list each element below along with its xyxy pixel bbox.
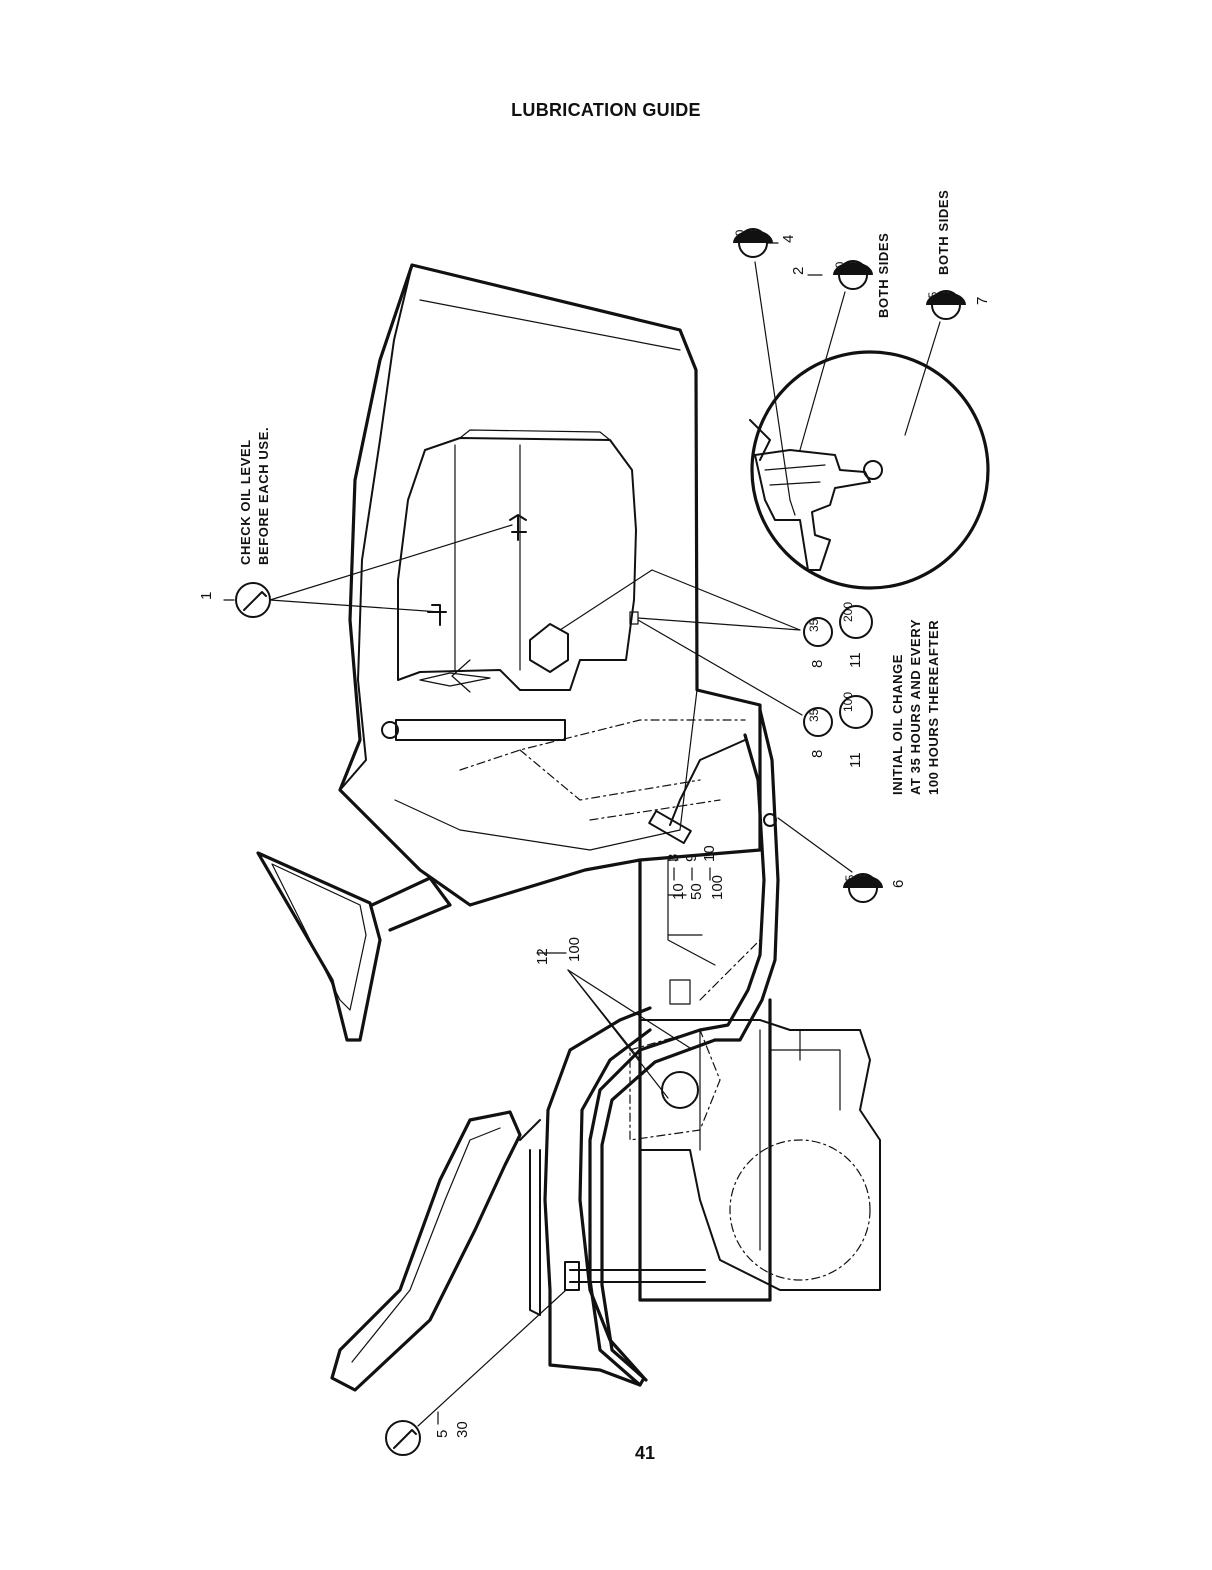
page-number: 41 [0,1443,1212,1464]
callout-12-leader-b [568,970,668,1098]
callout-11a-hours: 100 [841,692,855,712]
callout-11a-number: 11 [847,752,864,768]
lift-knob [565,1262,579,1290]
callout-8-11-left: 35 8 100 11 [638,620,872,768]
seat-support [520,1120,540,1315]
callout-8a-number: 8 [809,750,826,758]
callout-4-hours: 10 [733,229,747,243]
dipstick-icon [244,592,266,610]
callout-8b-number: 8 [809,660,826,668]
group-row3-hours: 100 [709,875,726,900]
callout-11b-hours: 200 [841,602,855,622]
callout-1-number: 1 [198,592,215,600]
shift-boss [670,980,690,1004]
oil-check-line1: CHECK OIL LEVEL [238,439,253,565]
spindle-assembly [755,450,870,570]
callout-8a-hours: 35 [807,708,821,722]
both-sides-label-b: BOTH SIDES [936,190,951,275]
callout-4-number: 4 [780,235,797,243]
oil-change-line1: INITIAL OIL CHANGE [890,654,905,795]
callout-6-number: 6 [890,880,907,888]
spindle-pin [864,461,882,479]
pedal-rod [670,740,745,825]
callout-7: 35 7 BOTH SIDES [905,190,991,435]
lower-frame [640,860,770,1300]
callout-2: 10 2 BOTH SIDES [790,233,891,450]
callout-7-number: 7 [974,297,991,305]
oil-change-line2: AT 35 HOURS AND EVERY [908,619,923,795]
callout-6-leader [778,818,852,872]
dipstick-2 [510,515,526,540]
pulley [662,1072,698,1108]
callout-1-leader-a [270,600,440,612]
oil-check-line2: BEFORE EACH USE. [256,427,271,565]
steering-wheel-inner [272,864,366,1010]
dipstick-1 [428,605,446,625]
callout-5-number: 5 [434,1430,451,1438]
callout-8a-leader [638,620,802,715]
callout-11b-number: 11 [847,652,864,668]
linkage-dashed [700,940,760,1000]
callout-12-interval: 100 [566,937,583,962]
oil-change-line3: 100 HOURS THEREAFTER [926,620,941,795]
seat-inner [352,1128,500,1362]
grille-bar [396,720,565,740]
group-row1-hours: 10 [670,883,687,900]
steering-column [372,878,450,930]
callout-8b-hours: 35 [807,618,821,632]
callout-12-leader-c [568,970,690,1048]
callout-group-3-9-10: 10 3 50 9 100 10 [665,845,726,965]
callout-6: 35 6 [778,818,907,902]
pulley-bracket [630,1030,720,1140]
callout-8-11-right: 35 8 200 11 [560,570,872,668]
callout-4: 10 4 [733,229,797,500]
callout-12: 12 100 [534,937,690,1098]
oil-filter [530,624,568,672]
axle-detail-circle [752,352,988,588]
group-row3-num: 10 [701,845,718,862]
steering-wheel [258,853,380,1040]
hood-front-edge [340,265,412,790]
callout-7-hours: 35 [926,291,940,305]
seat [332,1112,520,1390]
rear-wheel-hub [730,1140,870,1280]
callout-5-interval: 30 [454,1421,471,1438]
group-row2-num: 9 [683,854,700,862]
hood-outline [340,265,760,905]
callout-2-hours: 10 [833,261,847,275]
callout-5: 5 30 [386,1290,566,1455]
callout-4-leader [755,262,790,500]
callout-12-number: 12 [534,948,551,965]
both-sides-label-a: BOTH SIDES [876,233,891,318]
oil-change-note: INITIAL OIL CHANGE AT 35 HOURS AND EVERY… [890,619,941,795]
callout-7-leader [905,322,940,435]
tractor-drawing [258,265,988,1390]
hood-side-panel [395,690,697,850]
callout-1-leader-b [270,525,512,600]
callout-5-leader [418,1290,566,1426]
callout-2-number: 2 [790,267,807,275]
callout-6-hours: 35 [843,874,857,888]
hydro-linkage [460,720,745,820]
pedal-pad [649,811,691,843]
hood-inner-line [420,300,680,350]
spindle-inner [765,465,825,515]
engine-block [398,438,636,690]
group-row2-hours: 50 [688,883,705,900]
group-row1-num: 3 [665,854,682,862]
